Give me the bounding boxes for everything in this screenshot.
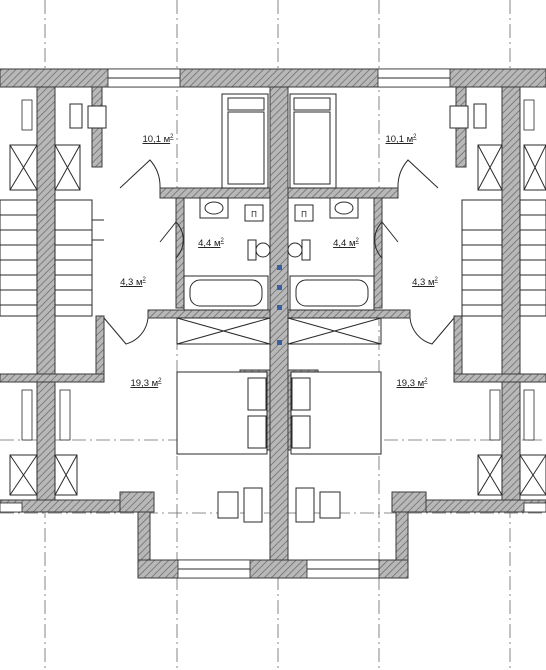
utility-risers xyxy=(277,265,282,345)
interior-walls xyxy=(0,86,546,561)
area-bedroom-top-right: 10,1 м2 xyxy=(385,134,417,145)
area-hall-right: 4,3 м2 xyxy=(412,277,438,288)
top-right-bedroom-furniture xyxy=(289,93,487,189)
wardrobes xyxy=(9,144,546,496)
stair-left xyxy=(0,199,104,317)
bottom-left-bedroom-furniture xyxy=(176,371,268,523)
room-labels: 10,1 м2 10,1 м2 4,4 м2 4,4 м2 4,3 м2 4,3… xyxy=(120,134,438,389)
top-left-bedroom-furniture xyxy=(69,93,269,189)
area-bathroom-left: 4,4 м2 xyxy=(198,238,224,249)
fixture-mark-right: П xyxy=(301,210,307,219)
area-bedroom-bottom-left: 19,3 м2 xyxy=(130,378,162,389)
side-windows xyxy=(21,99,535,441)
area-bedroom-top-left: 10,1 м2 xyxy=(142,134,174,145)
area-bathroom-right: 4,4 м2 xyxy=(333,238,359,249)
bathroom-right-fixtures: П xyxy=(287,197,375,311)
bottom-right-bedroom-furniture xyxy=(290,371,382,523)
stair-right xyxy=(461,199,546,317)
windows xyxy=(0,68,546,579)
fixture-mark-left: П xyxy=(251,210,257,219)
doors xyxy=(103,159,455,345)
area-hall-left: 4,3 м2 xyxy=(120,277,146,288)
area-bedroom-bottom-right: 19,3 м2 xyxy=(396,378,428,389)
bathroom-left-fixtures: П xyxy=(183,197,271,311)
